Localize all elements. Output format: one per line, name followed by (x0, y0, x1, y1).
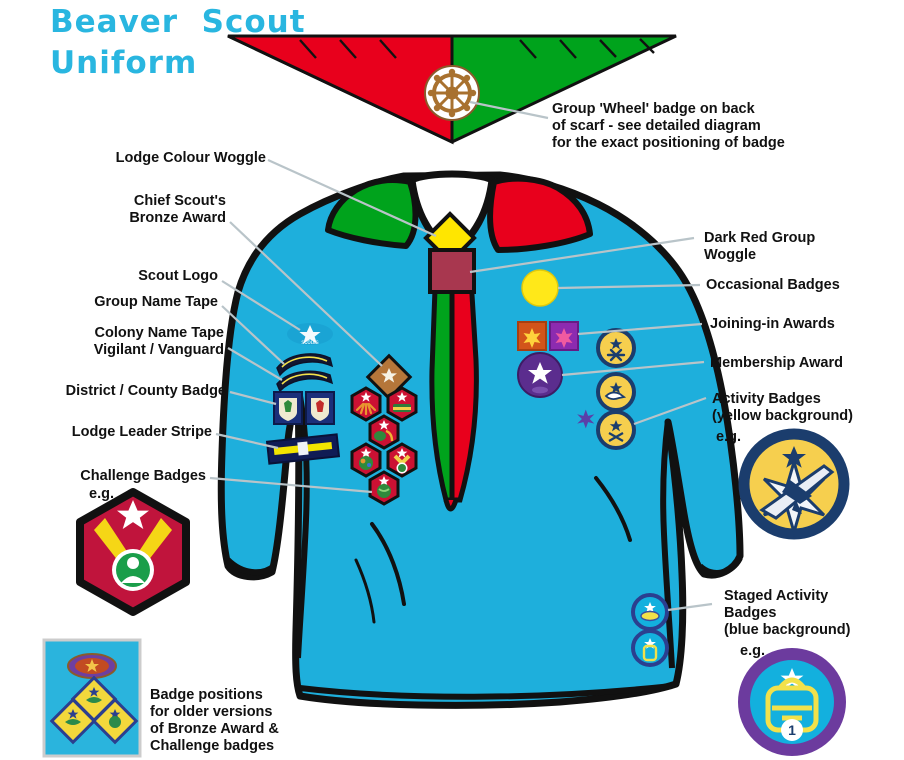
challenge-badges-cluster (350, 353, 418, 506)
challenge-badge-hex (350, 386, 382, 422)
airplane-icon (759, 464, 835, 520)
challenge-badge-hex (386, 442, 418, 478)
label-challenge-badges: Challenge Badges (80, 468, 206, 484)
label-challenge-badges-eg: e.g. (89, 486, 114, 502)
colony-name-tape-badge (276, 370, 334, 393)
dark-red-group-woggle-badge (428, 248, 476, 294)
older-challenge-diamond (49, 697, 97, 745)
label-group-name-tape: Group Name Tape (94, 294, 218, 310)
label-district-county-badge: District / County Badge (65, 383, 226, 399)
activity-badge-example (738, 428, 850, 540)
label-occasional-badges: Occasional Badges (706, 277, 840, 293)
label-membership-award: Membership Award (710, 355, 843, 371)
challenge-badge-hex (350, 442, 382, 478)
stage-number: 1 (788, 722, 796, 738)
label-joining-in-awards: Joining-in Awards (710, 316, 835, 332)
challenge-badge-hex (386, 386, 418, 422)
label-lodge-colour-woggle: Lodge Colour Woggle (115, 150, 266, 166)
label-dark-red-group-woggle: Dark Red Group Woggle (704, 230, 816, 264)
lodge-leader-stripe-badge (265, 433, 341, 465)
staged-activity-badge-sleeve (631, 629, 669, 667)
label-activity-badges: Activity Badges (yellow background) (712, 391, 853, 425)
label-colony-name-tape: Colony Name Tape Vigilant / Vanguard (93, 325, 224, 359)
staged-activity-badge-example: 1 (738, 648, 846, 756)
chief-scouts-bronze-award-badge (365, 353, 413, 401)
label-staged-activity-badges: Staged Activity Badges (blue background) (724, 588, 851, 639)
label-lodge-leader-stripe: Lodge Leader Stripe (71, 424, 212, 440)
label-activity-badges-eg: e.g. (716, 429, 741, 445)
page-title-line2: Uniform (50, 44, 198, 81)
activity-badge-chest (596, 328, 636, 368)
label-group-wheel-badge: Group 'Wheel' badge on back of scarf - s… (552, 101, 785, 152)
group-wheel-badge (424, 65, 480, 121)
district-county-badge (273, 391, 335, 425)
ships-wheel-handles (427, 68, 477, 118)
older-versions-inset (42, 638, 142, 758)
label-scout-logo: Scout Logo (138, 268, 218, 284)
occasional-badge (521, 269, 559, 307)
page-title-line1: Beaver Scout (50, 4, 306, 40)
right-chest-badges (517, 269, 636, 450)
label-chief-scouts-bronze-award: Chief Scout's Bronze Award (129, 193, 226, 227)
activity-badge-chest (596, 372, 636, 412)
older-challenge-diamond (91, 697, 139, 745)
page-title: Beaver Scout Uniform (50, 2, 380, 84)
svg-text:scouts: scouts (301, 340, 318, 346)
joining-in-award-badge (549, 321, 579, 351)
label-staged-activity-badges-eg: e.g. (740, 643, 765, 659)
activity-badge-chest (577, 409, 636, 450)
ships-wheel-icon (434, 75, 470, 111)
scarf-stitching (299, 38, 655, 59)
challenge-badge-hex (368, 470, 400, 506)
leader-lines (209, 100, 713, 612)
challenge-badge-example (76, 488, 190, 616)
joining-in-award-badge (517, 321, 547, 351)
shirt-graphic (217, 170, 744, 709)
membership-award-badge (517, 352, 563, 398)
challenge-badge-hex (368, 414, 400, 450)
label-older-versions-note: Badge positions for older versions of Br… (150, 687, 279, 755)
group-name-tape-badge (276, 353, 334, 377)
staged-activity-badge-sleeve (631, 593, 669, 631)
scarf-graphic (227, 34, 677, 145)
sleeve-staged-badges (631, 593, 669, 667)
left-chest-badges: scouts (265, 323, 341, 465)
